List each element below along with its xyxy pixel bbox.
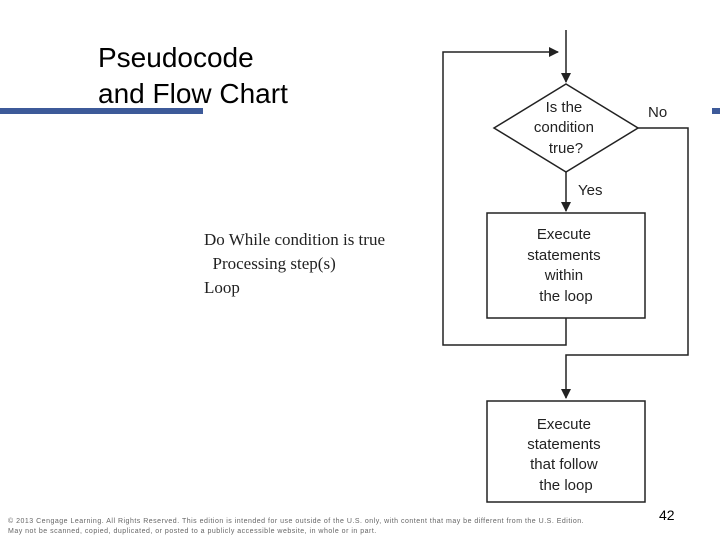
right-edge-accent [712, 108, 720, 114]
copyright-footer: © 2013 Cengage Learning. All Rights Rese… [8, 517, 584, 537]
pseudocode-line-1: Do While condition is true [204, 230, 385, 249]
after-loop-box [486, 400, 646, 503]
no-branch-connector [561, 127, 689, 399]
loop-body-box [486, 212, 646, 319]
after-loop-text: Execute statements that follow the loop [527, 416, 605, 494]
footer-line-1: © 2013 Cengage Learning. All Rights Rese… [8, 518, 585, 525]
loop-body-text: Execute statements within the loop [527, 226, 605, 305]
page-number: 42 [659, 507, 675, 523]
pseudocode-block: Do While condition is true Processing st… [204, 228, 385, 300]
no-label: No [648, 104, 667, 121]
footer-line-2: May not be scanned, copied, duplicated, … [8, 528, 377, 535]
loop-back-connector [442, 47, 567, 346]
yes-label: Yes [578, 182, 602, 199]
decision-text: Is the condition true? [534, 99, 598, 157]
title-underline-accent [0, 108, 203, 114]
pseudocode-line-3: Loop [204, 278, 240, 297]
slide-title: Pseudocode and Flow Chart [98, 42, 288, 109]
pseudocode-line-2: Processing step(s) [204, 254, 336, 273]
